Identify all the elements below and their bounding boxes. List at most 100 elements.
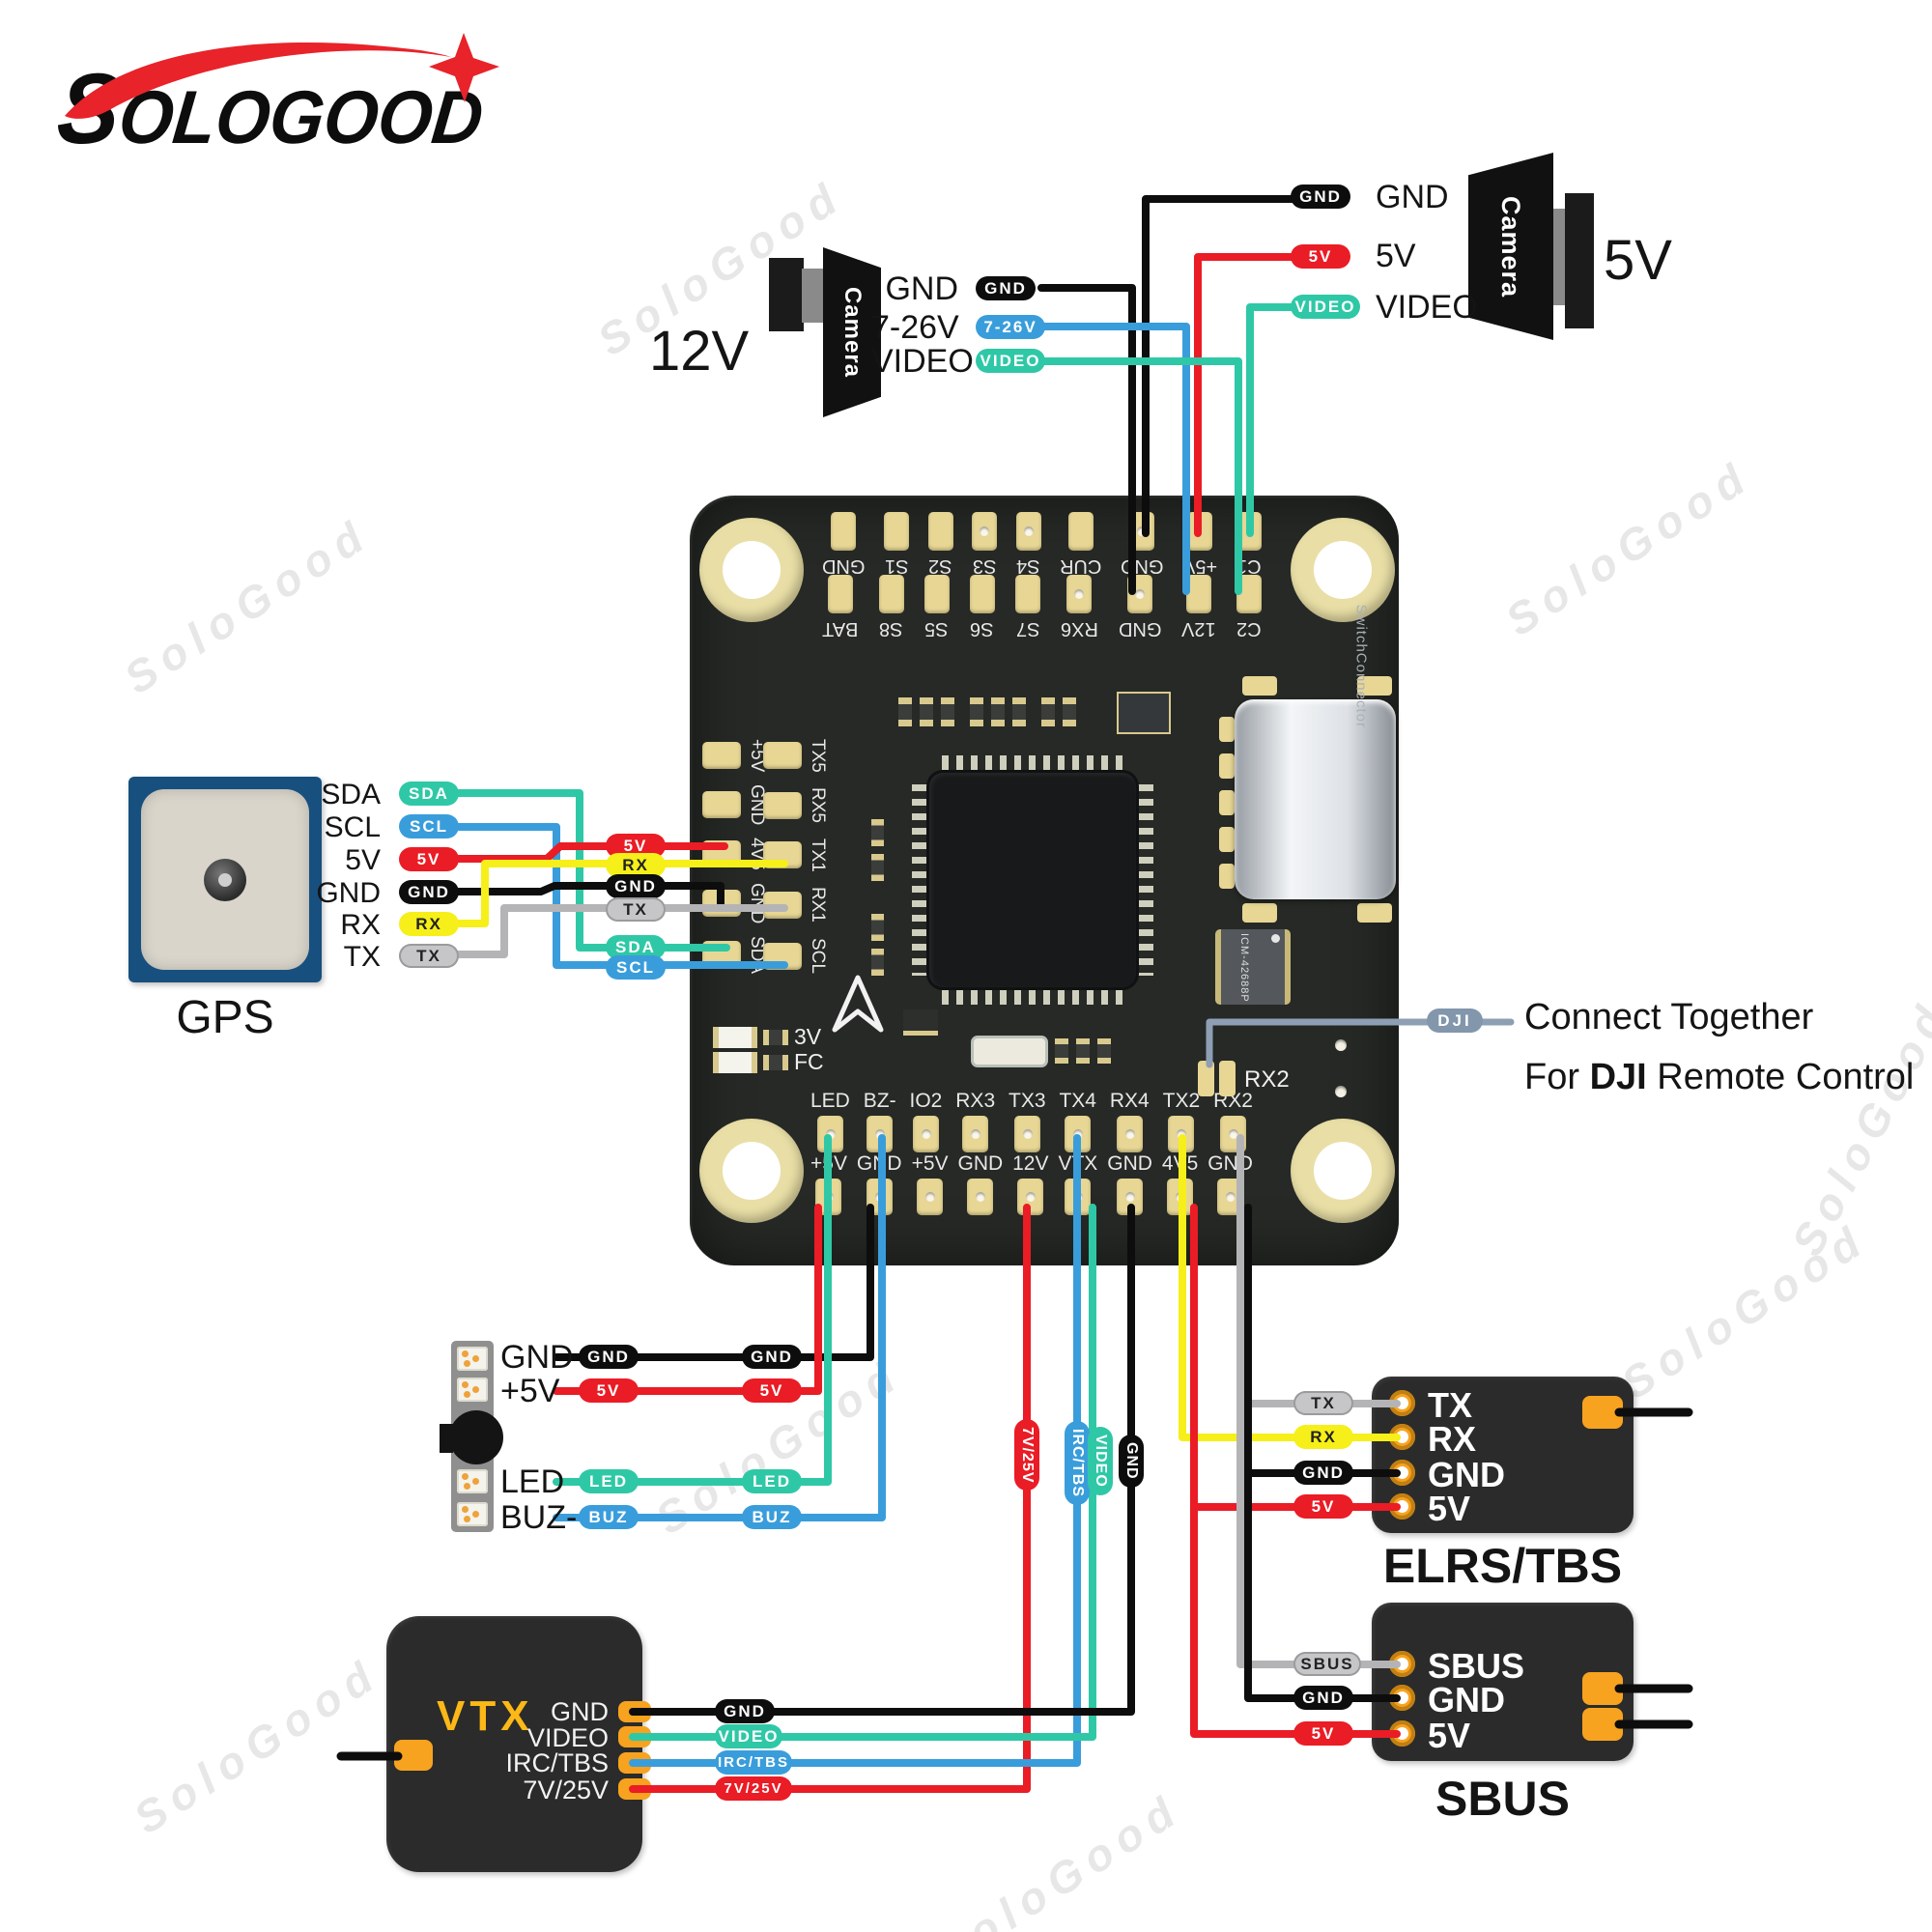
fc-pad: [1127, 575, 1153, 613]
fc-pad-cell: S5: [923, 575, 950, 639]
status-led-3v: [713, 1027, 757, 1048]
fc-pad-cell: RX2: [1213, 1090, 1253, 1152]
smd-component: [1012, 697, 1026, 726]
fc-pad-label: RX3: [955, 1090, 996, 1112]
fc-pad-cell: 4V5: [1162, 1152, 1198, 1215]
fc-pad-cell: IO2: [910, 1090, 942, 1152]
fc-pad: [867, 1116, 894, 1152]
fc-pad: [831, 512, 857, 551]
fc-pad: [866, 1179, 893, 1215]
wire-gps-sda: [455, 789, 730, 952]
pill-gnd: GND: [1291, 185, 1350, 209]
mcu-pins-left: [912, 784, 927, 976]
elrs-pin-5v: 5V: [1428, 1489, 1471, 1528]
pill-sbus: SBUS: [1293, 1652, 1361, 1676]
usb-pad: [1219, 717, 1235, 742]
pill-7v25v: 7V/25V: [715, 1776, 792, 1801]
smd-component: [970, 697, 983, 726]
sbus-hole-sbus: [1389, 1651, 1415, 1677]
dji-note-for: For: [1524, 1057, 1590, 1097]
mount-hole: [1291, 1119, 1395, 1223]
fc-pad-cell: GND: [1107, 1152, 1152, 1215]
pill-5v: 5V: [742, 1378, 802, 1403]
fc-pad-label: GND: [1118, 618, 1162, 639]
fc-pad: [1117, 1179, 1144, 1215]
fc-pad-label: GND: [1121, 555, 1164, 577]
fc-pad-cell: SCL: [763, 938, 828, 974]
crystal-oscillator: [971, 1036, 1048, 1067]
smd-component: [898, 697, 912, 726]
elrs-hole-tx: [1389, 1390, 1415, 1416]
fc-pad-cell: +5V: [810, 1152, 847, 1215]
led-strip: [440, 1341, 503, 1532]
led-label-gnd: GND: [500, 1339, 574, 1376]
vtx-pad: [618, 1701, 651, 1722]
camera-5v-icon: Camera: [1468, 153, 1553, 340]
vtx-antenna-pad: [394, 1740, 433, 1771]
led-label-led: LED: [500, 1463, 565, 1500]
fc-pad-cell: 12V: [1012, 1152, 1049, 1215]
fc-pad: [1067, 512, 1094, 551]
fc-pad: [1187, 512, 1213, 551]
pill-gnd-vertical: GND: [1119, 1435, 1144, 1488]
watermark: SoloGood: [115, 507, 380, 704]
led-chip: [457, 1469, 488, 1493]
buzzer: [449, 1410, 503, 1464]
fc-pad-label: RX1: [808, 887, 828, 923]
pill-sda: SDA: [399, 781, 459, 806]
fc-pad-label: S4: [1016, 555, 1040, 577]
usb-pad: [1219, 864, 1235, 889]
camera-12v-icon-label: Camera: [839, 286, 866, 379]
smd-component: [991, 697, 1005, 726]
smd-component: [763, 1030, 788, 1045]
smd-component: [1076, 1038, 1090, 1064]
elrs-hole-gnd: [1389, 1460, 1415, 1486]
sbus-pin-gnd: GND: [1428, 1680, 1505, 1719]
pill-irctbs: IRC/TBS: [715, 1750, 792, 1775]
fc-pad-cell: S8: [878, 575, 904, 639]
fc-pad-cell: CUR: [1060, 512, 1102, 577]
fc-pad-label: C1: [1236, 555, 1262, 577]
fc-pad: [878, 575, 904, 613]
fc-pad-label: 12V: [1181, 618, 1216, 639]
fc-pad-cell: S2: [927, 512, 953, 577]
pill-tx: TX: [606, 897, 666, 922]
fc-pad-cell: LED: [810, 1090, 850, 1152]
fc-pad: [763, 942, 802, 970]
smd-component: [1063, 697, 1076, 726]
fc-pad-label: RX4: [1109, 1090, 1150, 1112]
fc-pad-label: 12V: [1012, 1152, 1049, 1175]
wire-gps-gnd: [455, 882, 724, 908]
imu-chip: ICM-42688P: [1215, 929, 1291, 1005]
mount-hole: [699, 518, 804, 622]
elrs-antenna-pad: [1582, 1396, 1623, 1429]
fc-pad-label: S5: [924, 618, 949, 639]
gps-pin-gnd: GND: [316, 877, 381, 909]
fc-pad: [816, 1116, 843, 1152]
smd-component: [871, 854, 884, 881]
smd-component: [1041, 697, 1055, 726]
smd-component: [871, 819, 884, 846]
fc-pad: [967, 1179, 994, 1215]
smd-component: [941, 697, 954, 726]
fc-pad: [1219, 1116, 1246, 1152]
fc-pad-label: S7: [1015, 618, 1039, 639]
fc-pad: [1066, 575, 1093, 613]
sbus-pin-sbus: SBUS: [1428, 1646, 1525, 1686]
sbus-hole-gnd: [1389, 1685, 1415, 1711]
fc-pad-label: +5V: [747, 739, 767, 773]
fc-pad-label: +5V: [810, 1152, 847, 1175]
fc-pad: [917, 1179, 944, 1215]
fc-pad: [1217, 1179, 1244, 1215]
fc-pad-label: VTX: [1058, 1152, 1098, 1175]
wire-vtx-gnd: [629, 1204, 1135, 1716]
fc-pad-cell: RX3: [955, 1090, 995, 1152]
elrs-hole-rx: [1389, 1424, 1415, 1450]
fc-pad: [702, 889, 741, 917]
fc-pad-cell: TX1: [763, 838, 828, 872]
status-led-3v-label: 3V: [794, 1024, 822, 1049]
pill-dji: DJI: [1427, 1009, 1483, 1033]
fc-pad-cell: GND: [957, 1152, 1003, 1215]
fc-pad: [1015, 512, 1041, 551]
